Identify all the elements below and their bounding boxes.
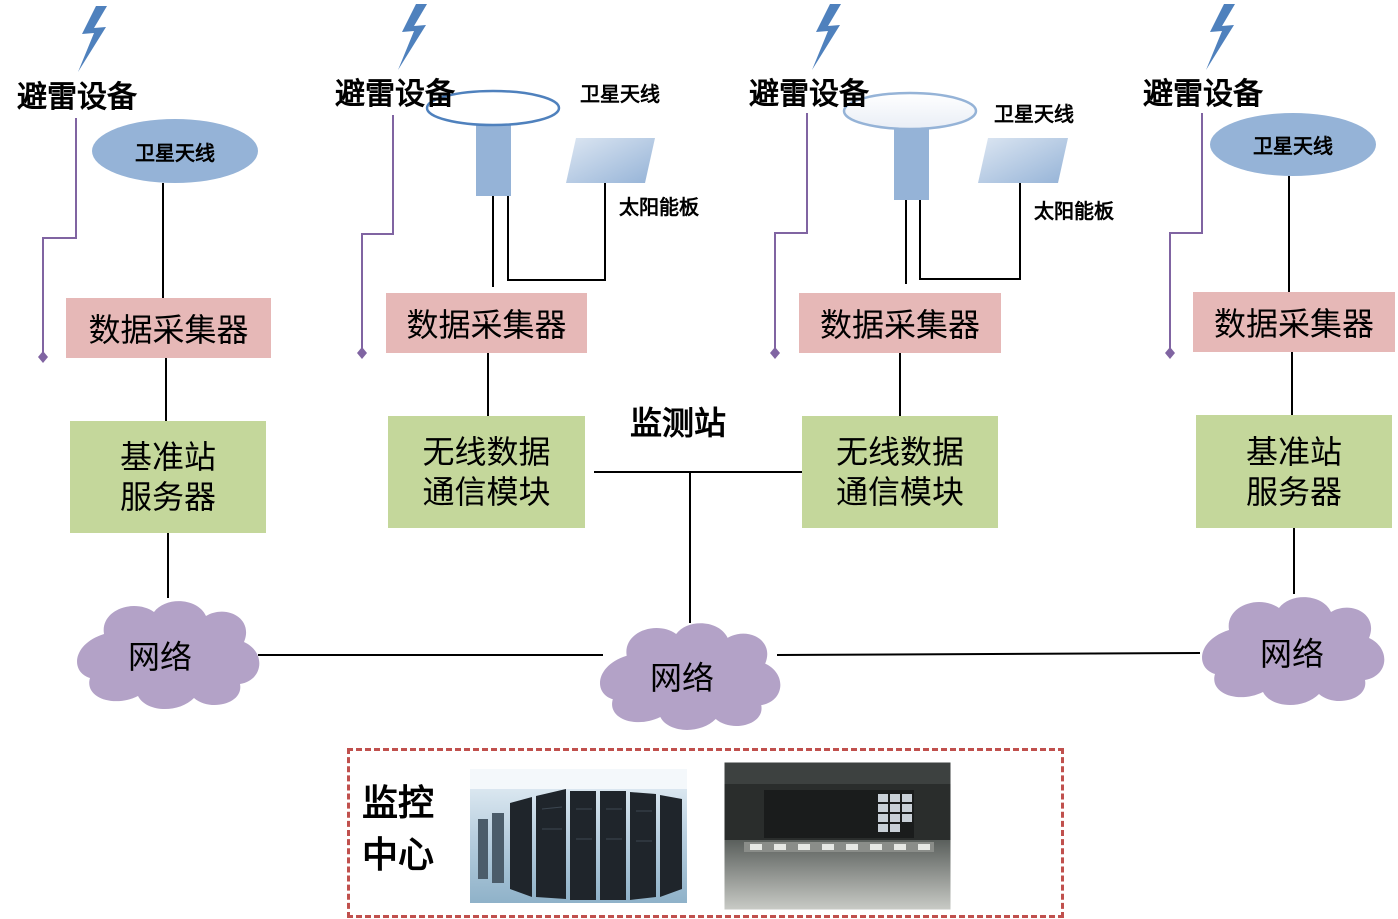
server-room-photo xyxy=(470,769,687,903)
solar-panel-3 xyxy=(978,138,1068,183)
solar-panel-label: 太阳能板 xyxy=(619,195,699,219)
network-label: 网络 xyxy=(650,659,715,697)
ground-diamond-icon xyxy=(357,347,367,359)
satellite-antenna-label: 卫星天线 xyxy=(135,140,215,165)
data-collector-label: 数据采集器 xyxy=(1213,305,1374,343)
ground-wire-1 xyxy=(42,118,77,356)
monitoring-station-label: 监测站 xyxy=(630,404,727,442)
wireless-module-label-line2: 通信模块 xyxy=(835,473,964,511)
monitoring-center-label-line1: 监控 xyxy=(362,783,435,824)
wireless-module-box: 无线数据 通信模块 xyxy=(802,416,998,528)
ground-wire-2 xyxy=(361,115,394,352)
base-station-label-line2: 服务器 xyxy=(1245,472,1342,511)
base-station-label-line1: 基准站 xyxy=(1245,432,1342,471)
satellite-antenna: 卫星天线 xyxy=(92,119,258,183)
lightning-bolt-icon xyxy=(398,4,427,70)
ground-wire-3 xyxy=(774,113,808,352)
antenna-mast-2 xyxy=(476,124,511,196)
ring-antenna-2 xyxy=(425,89,561,127)
network-cloud-icon xyxy=(1202,597,1385,706)
base-station-label-line2: 服务器 xyxy=(119,478,216,516)
wireless-module-box: 无线数据 通信模块 xyxy=(388,416,585,528)
wireless-module-label-line1: 无线数据 xyxy=(422,433,551,471)
ground-diamond-icon xyxy=(770,347,780,359)
solar-panel-2 xyxy=(566,138,655,183)
antenna-mast-3 xyxy=(894,128,929,200)
base-station-label-line1: 基准站 xyxy=(119,438,216,476)
lightning-bolt-icon xyxy=(812,4,841,70)
network-label: 网络 xyxy=(128,638,193,676)
data-collector-box: 数据采集器 xyxy=(1193,292,1395,352)
monitoring-center-label-line2: 中心 xyxy=(362,835,435,876)
arrester-label: 避雷设备 xyxy=(335,77,455,112)
control-room-photo xyxy=(724,762,951,910)
ground-wire-4 xyxy=(1169,113,1203,352)
data-collector-label: 数据采集器 xyxy=(406,306,567,344)
satellite-antenna: 卫星天线 xyxy=(1210,113,1376,176)
wireless-module-label-line1: 无线数据 xyxy=(835,433,964,471)
ground-diamond-icon xyxy=(1165,347,1175,359)
monitoring-center-frame xyxy=(347,748,1064,918)
data-collector-label: 数据采集器 xyxy=(819,306,980,344)
data-collector-label: 数据采集器 xyxy=(88,311,249,349)
lightning-bolt-icon xyxy=(1206,4,1235,70)
data-collector-box: 数据采集器 xyxy=(386,293,587,353)
network-cloud-icon xyxy=(77,601,260,710)
monitoring-center-label: 监控 中心 xyxy=(362,778,434,882)
solar-panel-label: 太阳能板 xyxy=(1034,199,1114,223)
arrester-label: 避雷设备 xyxy=(17,80,137,115)
ring-antenna-3 xyxy=(842,91,978,131)
data-collector-box: 数据采集器 xyxy=(66,298,271,358)
base-station-server-box: 基准站 服务器 xyxy=(1196,415,1392,528)
network-cloud-icon xyxy=(600,623,781,730)
wireless-module-label-line2: 通信模块 xyxy=(422,473,551,511)
arrester-label: 避雷设备 xyxy=(1143,77,1263,112)
ground-diamond-icon xyxy=(38,351,48,363)
satellite-antenna-label: 卫星天线 xyxy=(1253,134,1333,158)
data-collector-box: 数据采集器 xyxy=(799,293,1001,353)
base-station-server-box: 基准站 服务器 xyxy=(70,421,266,533)
lightning-bolt-icon xyxy=(78,6,107,72)
arrester-label: 避雷设备 xyxy=(749,77,869,112)
satellite-antenna-label: 卫星天线 xyxy=(994,102,1074,126)
satellite-antenna-label: 卫星天线 xyxy=(580,82,660,106)
network-label: 网络 xyxy=(1260,635,1325,673)
